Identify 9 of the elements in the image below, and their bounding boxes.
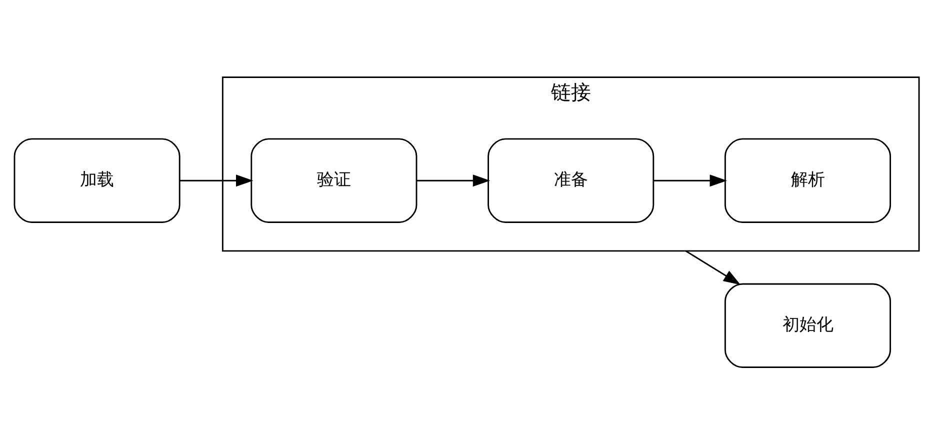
arrow xyxy=(416,174,490,187)
node-box: 准备 xyxy=(488,138,654,223)
node-box: 验证 xyxy=(250,138,418,223)
node-box: 初始化 xyxy=(724,283,892,368)
arrow xyxy=(653,174,728,187)
arrow xyxy=(685,250,741,285)
node-box: 加载 xyxy=(14,138,180,223)
node-box: 解析 xyxy=(724,138,892,223)
arrow xyxy=(180,174,254,187)
